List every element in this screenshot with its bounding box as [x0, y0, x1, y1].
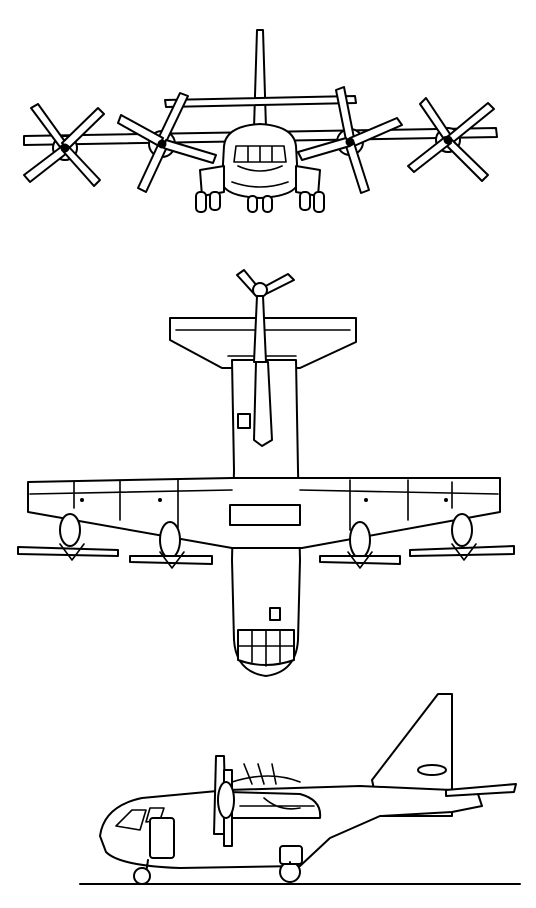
front-right-wheel	[300, 192, 310, 210]
front-nose-wheel-right	[263, 196, 272, 212]
top-wing-rivet	[365, 499, 368, 502]
front-left-wheel	[196, 192, 206, 212]
top-wing-rivet	[445, 499, 448, 502]
side-tail-emblem	[418, 765, 446, 775]
front-nose-wheel-left	[248, 196, 257, 212]
front-tailplane	[165, 96, 356, 107]
front-vertical-fin	[254, 30, 266, 128]
front-cockpit-windows	[234, 146, 286, 162]
front-propeller-outer-left	[24, 104, 104, 186]
top-canopy-frames	[238, 630, 294, 666]
side-door	[150, 818, 174, 858]
top-folded-rotor-blades	[18, 544, 514, 568]
front-propeller-inner-left	[118, 93, 216, 192]
top-hatch	[238, 414, 250, 428]
top-wing-fold-lines	[30, 480, 498, 530]
front-left-sponson	[200, 166, 224, 196]
side-view	[80, 694, 520, 884]
front-propeller-inner-right	[298, 87, 402, 193]
side-landing-gear	[134, 846, 302, 884]
side-rotor	[214, 756, 300, 846]
front-view	[24, 30, 497, 212]
top-hatch-2	[270, 608, 280, 620]
front-nose-outline	[232, 166, 288, 187]
top-wing-rivet	[159, 499, 162, 502]
top-view	[18, 270, 514, 676]
front-left-wheel-2	[210, 192, 220, 210]
side-fuselage	[100, 786, 482, 868]
side-tailplane	[446, 784, 516, 796]
front-propeller-outer-right	[408, 98, 494, 181]
top-wing-rivet	[81, 499, 84, 502]
side-nacelle-detail	[240, 798, 314, 809]
front-right-wheel-2	[314, 192, 324, 212]
top-tail-rotor	[237, 270, 294, 446]
top-wing-root-fairing	[230, 505, 300, 525]
